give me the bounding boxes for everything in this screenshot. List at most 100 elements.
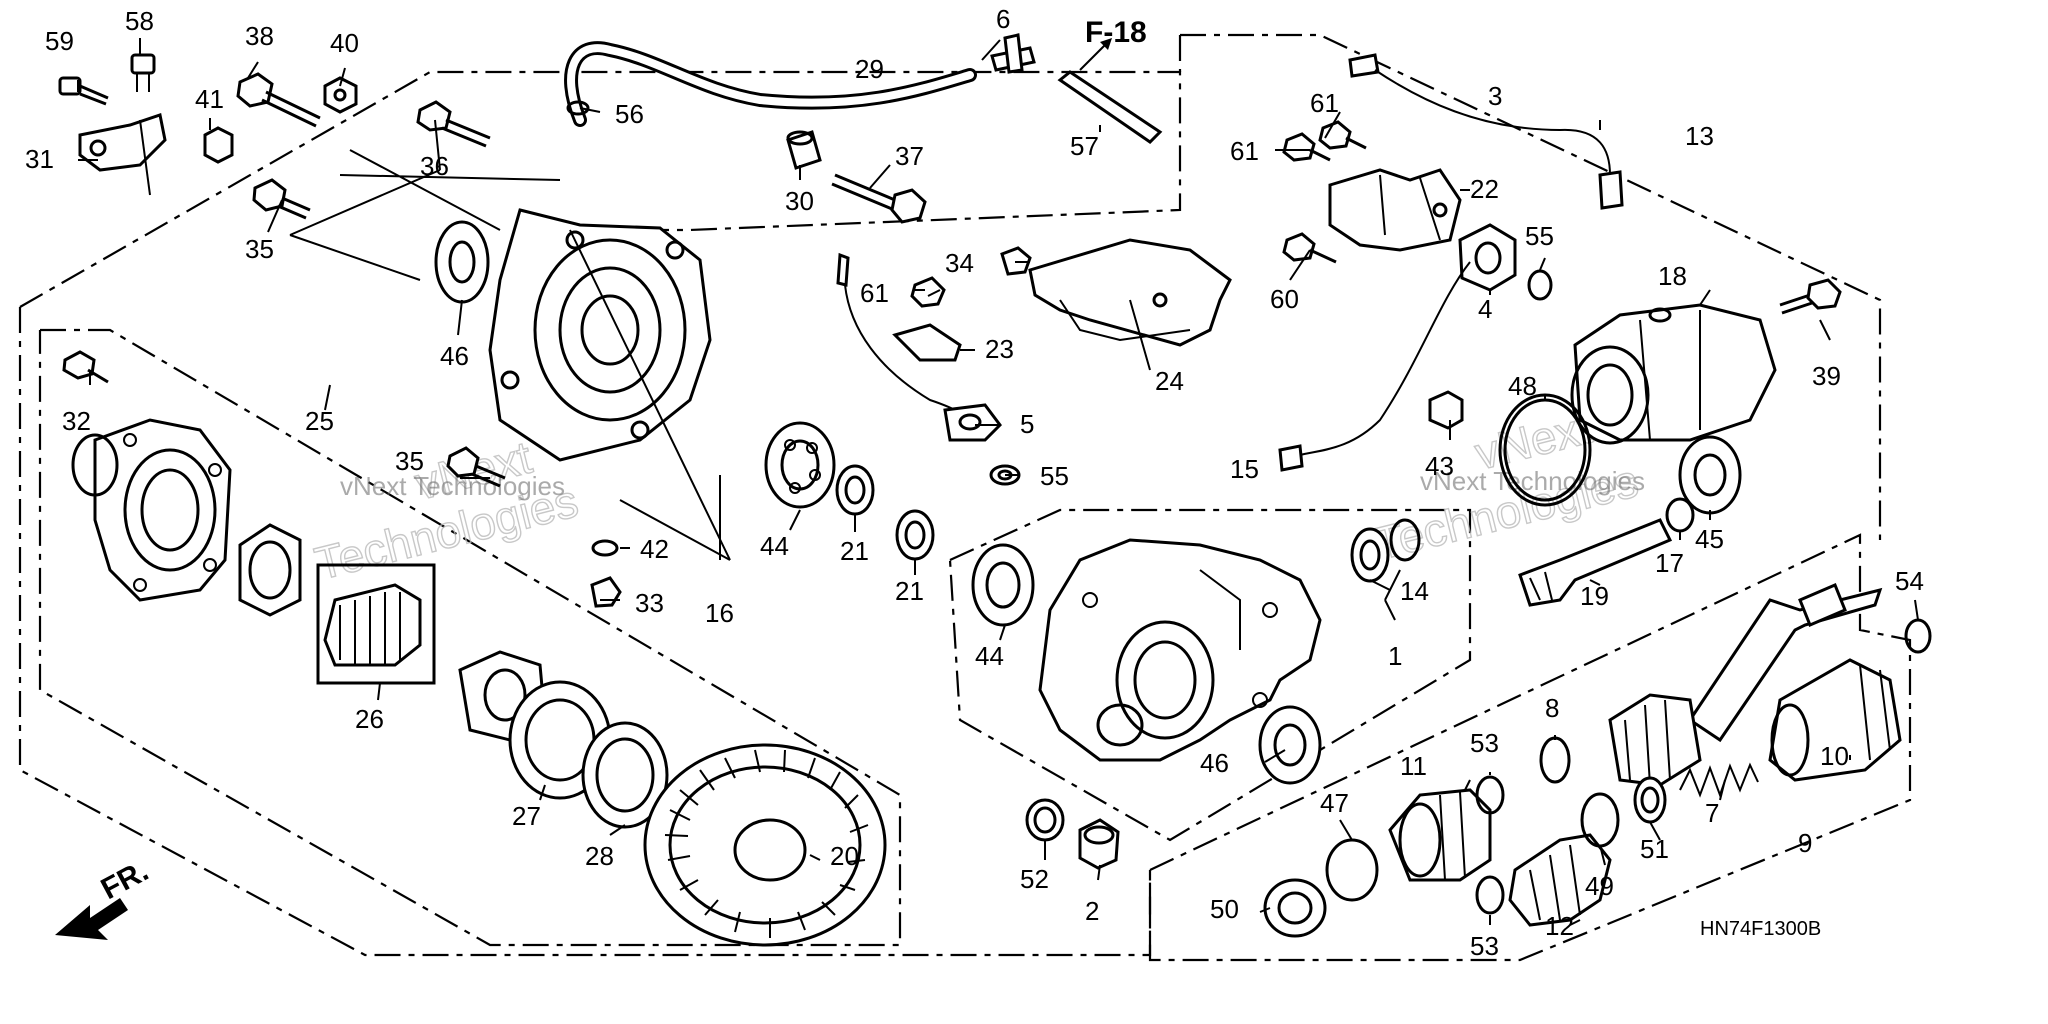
callout-20: 20 (830, 841, 859, 871)
callout-45: 45 (1695, 524, 1724, 554)
sensor-4 (1278, 223, 1517, 472)
shim-28 (581, 721, 669, 829)
bolt-61-b (1318, 120, 1367, 150)
washer-21-b (895, 509, 935, 561)
bolt-38 (236, 72, 321, 128)
group-outline-diff (38, 328, 902, 947)
front-label: FR. (96, 854, 154, 906)
callout-22: 22 (1470, 174, 1499, 204)
breather-hose-29 (564, 41, 977, 127)
callout-17: 17 (1655, 548, 1684, 578)
bearing-45 (1678, 435, 1742, 515)
callout-61-left: 61 (860, 278, 889, 308)
callout-55-right: 55 (1525, 221, 1554, 251)
harness-3 (1348, 53, 1624, 210)
callout-53-upper: 53 (1470, 728, 1499, 758)
callout-19: 19 (1580, 581, 1609, 611)
bolt-39 (1779, 278, 1842, 315)
callout-21-b: 21 (895, 576, 924, 606)
callout-37: 37 (895, 141, 924, 171)
callout-27: 27 (512, 801, 541, 831)
washer-42 (591, 539, 619, 557)
callout-43: 43 (1425, 451, 1454, 481)
callout-23: 23 (985, 334, 1014, 364)
diagram-ref-code: HN74F1300B (1700, 918, 1821, 940)
callout-50: 50 (1210, 894, 1239, 924)
washer-21-a (835, 464, 875, 516)
callout-1: 1 (1388, 641, 1402, 671)
callout-4: 4 (1478, 294, 1492, 324)
callout-38: 38 (245, 21, 274, 51)
callout-40: 40 (330, 28, 359, 58)
collar-30 (786, 130, 822, 170)
f18-label: F-18 (1085, 16, 1147, 49)
callout-31: 31 (25, 144, 54, 174)
bolt-36 (416, 100, 491, 148)
callout-48: 48 (1508, 371, 1537, 401)
bolt-33 (590, 576, 622, 608)
callout-15: 15 (1230, 454, 1259, 484)
pinion-gear-19 (1518, 518, 1673, 607)
callout-44-lower: 44 (975, 641, 1004, 671)
group-outline-main-lower (18, 307, 1152, 957)
callout-30: 30 (785, 186, 814, 216)
callout-61-a: 61 (1230, 136, 1259, 166)
callouts: 59 58 31 41 38 40 36 35 46 56 29 6 57 30… (25, 4, 1924, 961)
clip-56 (566, 100, 590, 116)
callout-29: 29 (855, 54, 884, 84)
cam-pinion (238, 523, 302, 617)
group-outline-case (948, 508, 1472, 842)
ring-gear-20 (643, 743, 887, 947)
bolt-60 (1282, 232, 1337, 264)
callout-9: 9 (1798, 828, 1812, 858)
bolt-35-upper (252, 178, 311, 220)
callout-10: 10 (1820, 741, 1849, 771)
callout-59: 59 (45, 26, 74, 56)
front-arrow-icon (55, 898, 128, 940)
bolt-37 (831, 173, 927, 224)
callout-60: 60 (1270, 284, 1299, 314)
diff-case-25 (71, 418, 232, 602)
callout-52: 52 (1020, 864, 1049, 894)
callout-33: 33 (635, 588, 664, 618)
harness-23-5 (836, 252, 1002, 442)
callout-12: 12 (1545, 911, 1574, 941)
spring-26 (316, 563, 436, 685)
washer-52 (1025, 798, 1065, 842)
bracket-31 (78, 113, 167, 196)
clip-53-lower (1475, 875, 1505, 915)
seal-50 (1263, 878, 1327, 938)
callout-53-lower: 53 (1470, 931, 1499, 961)
bolt-61-left (910, 276, 946, 308)
callout-21-a: 21 (840, 536, 869, 566)
ring-8 (1539, 736, 1571, 784)
callout-14: 14 (1400, 576, 1429, 606)
callout-2: 2 (1085, 896, 1099, 926)
callout-34: 34 (945, 248, 974, 278)
callout-35-lower: 35 (395, 446, 424, 476)
callout-5: 5 (1020, 409, 1034, 439)
callout-3: 3 (1488, 81, 1502, 111)
bolt-58 (130, 53, 156, 92)
washer-51 (1633, 776, 1667, 824)
bearing-46-lower (1258, 705, 1322, 785)
callout-18: 18 (1658, 261, 1687, 291)
callout-49: 49 (1585, 871, 1614, 901)
callout-57: 57 (1070, 131, 1099, 161)
guard-24 (1028, 238, 1232, 347)
callout-55-left: 55 (1040, 461, 1069, 491)
callout-11: 11 (1400, 751, 1427, 781)
callout-36: 36 (420, 151, 449, 181)
gear-case-15 (1038, 538, 1322, 762)
nut-43 (1428, 390, 1464, 430)
callout-41: 41 (195, 84, 224, 114)
callout-26: 26 (355, 704, 384, 734)
o-ring-49 (1580, 792, 1620, 848)
tube-57 (1057, 70, 1163, 144)
bearing-44-lower (971, 543, 1035, 627)
nut-41 (203, 126, 234, 164)
clip-53-upper (1475, 775, 1505, 815)
callout-39: 39 (1812, 361, 1841, 391)
watermark-line-left: vNext Technologies (340, 471, 565, 501)
